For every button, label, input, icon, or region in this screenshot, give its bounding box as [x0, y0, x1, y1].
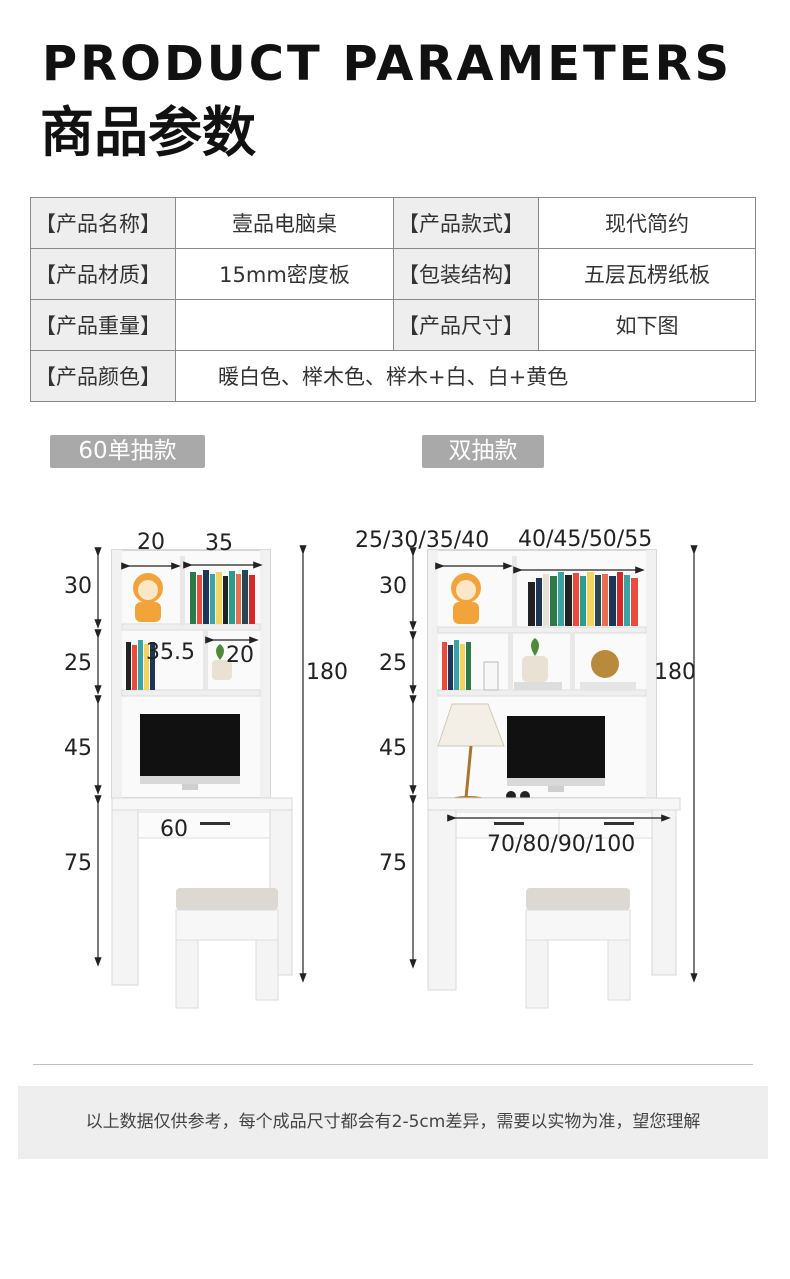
- single-dim-h4: 75: [64, 851, 92, 876]
- books: [190, 570, 255, 624]
- double-dim-h3: 45: [379, 736, 407, 761]
- material-label: 【产品材质】: [30, 248, 176, 300]
- double-dim-h4: 75: [379, 851, 407, 876]
- double-dim-h2: 25: [379, 651, 407, 676]
- parameter-table: 【产品名称】 壹品电脑桌 【产品款式】 现代简约 【产品材质】 15mm密度板 …: [30, 197, 757, 402]
- name-value: 壹品电脑桌: [175, 197, 394, 249]
- table-row: 【产品颜色】 暖白色、榉木色、榉木+白、白+黄色: [30, 350, 756, 402]
- single-dim-total: 180: [306, 660, 348, 685]
- size-value: 如下图: [537, 299, 757, 351]
- double-dim-top-right: 40/45/50/55: [518, 527, 653, 552]
- style-value: 现代简约: [537, 197, 757, 249]
- double-dim-top-left: 25/30/35/40: [355, 528, 490, 553]
- style-label: 【产品款式】: [392, 197, 539, 249]
- package-label: 【包装结构】: [392, 248, 539, 300]
- divider: [33, 1064, 753, 1065]
- double-dim-total: 180: [654, 660, 696, 685]
- weight-label: 【产品重量】: [30, 299, 176, 351]
- bear-toy: [133, 573, 163, 622]
- double-dim-h1: 30: [379, 574, 407, 599]
- table-row: 【产品名称】 壹品电脑桌 【产品款式】 现代简约: [30, 197, 757, 249]
- single-dim-mid-right: 20: [226, 643, 254, 668]
- single-desk: [94, 545, 307, 1009]
- title-cn: 商品参数: [40, 101, 256, 164]
- color-value: 暖白色、榉木色、榉木+白、白+黄色: [175, 350, 756, 402]
- table-row: 【产品材质】 15mm密度板 【包装结构】 五层瓦楞纸板: [30, 248, 757, 300]
- stool: [175, 888, 279, 1009]
- single-dim-width: 60: [160, 817, 188, 842]
- single-dim-h2: 25: [64, 651, 92, 676]
- double-dim-width: 70/80/90/100: [487, 832, 636, 857]
- single-dim-top-left: 20: [137, 530, 165, 555]
- color-label: 【产品颜色】: [30, 350, 176, 402]
- desk-illustrations: [94, 545, 698, 1009]
- monitor: [140, 714, 240, 790]
- title-en: PRODUCT PARAMETERS: [42, 36, 733, 92]
- single-dim-mid-left: 35.5: [146, 640, 195, 665]
- single-dim-h3: 45: [64, 736, 92, 761]
- single-dim-top-right: 35: [205, 531, 233, 556]
- double-desk: [409, 545, 698, 1009]
- disclaimer-note: 以上数据仅供参考，每个成品尺寸都会有2-5cm差异，需要以实物为准，望您理解: [18, 1086, 768, 1159]
- single-dim-h1: 30: [64, 574, 92, 599]
- variant-double-tag: 双抽款: [422, 435, 544, 468]
- material-value: 15mm密度板: [175, 248, 394, 300]
- variant-single-tag: 60单抽款: [50, 435, 205, 468]
- table-row: 【产品重量】 【产品尺寸】 如下图: [30, 299, 757, 351]
- name-label: 【产品名称】: [30, 197, 176, 249]
